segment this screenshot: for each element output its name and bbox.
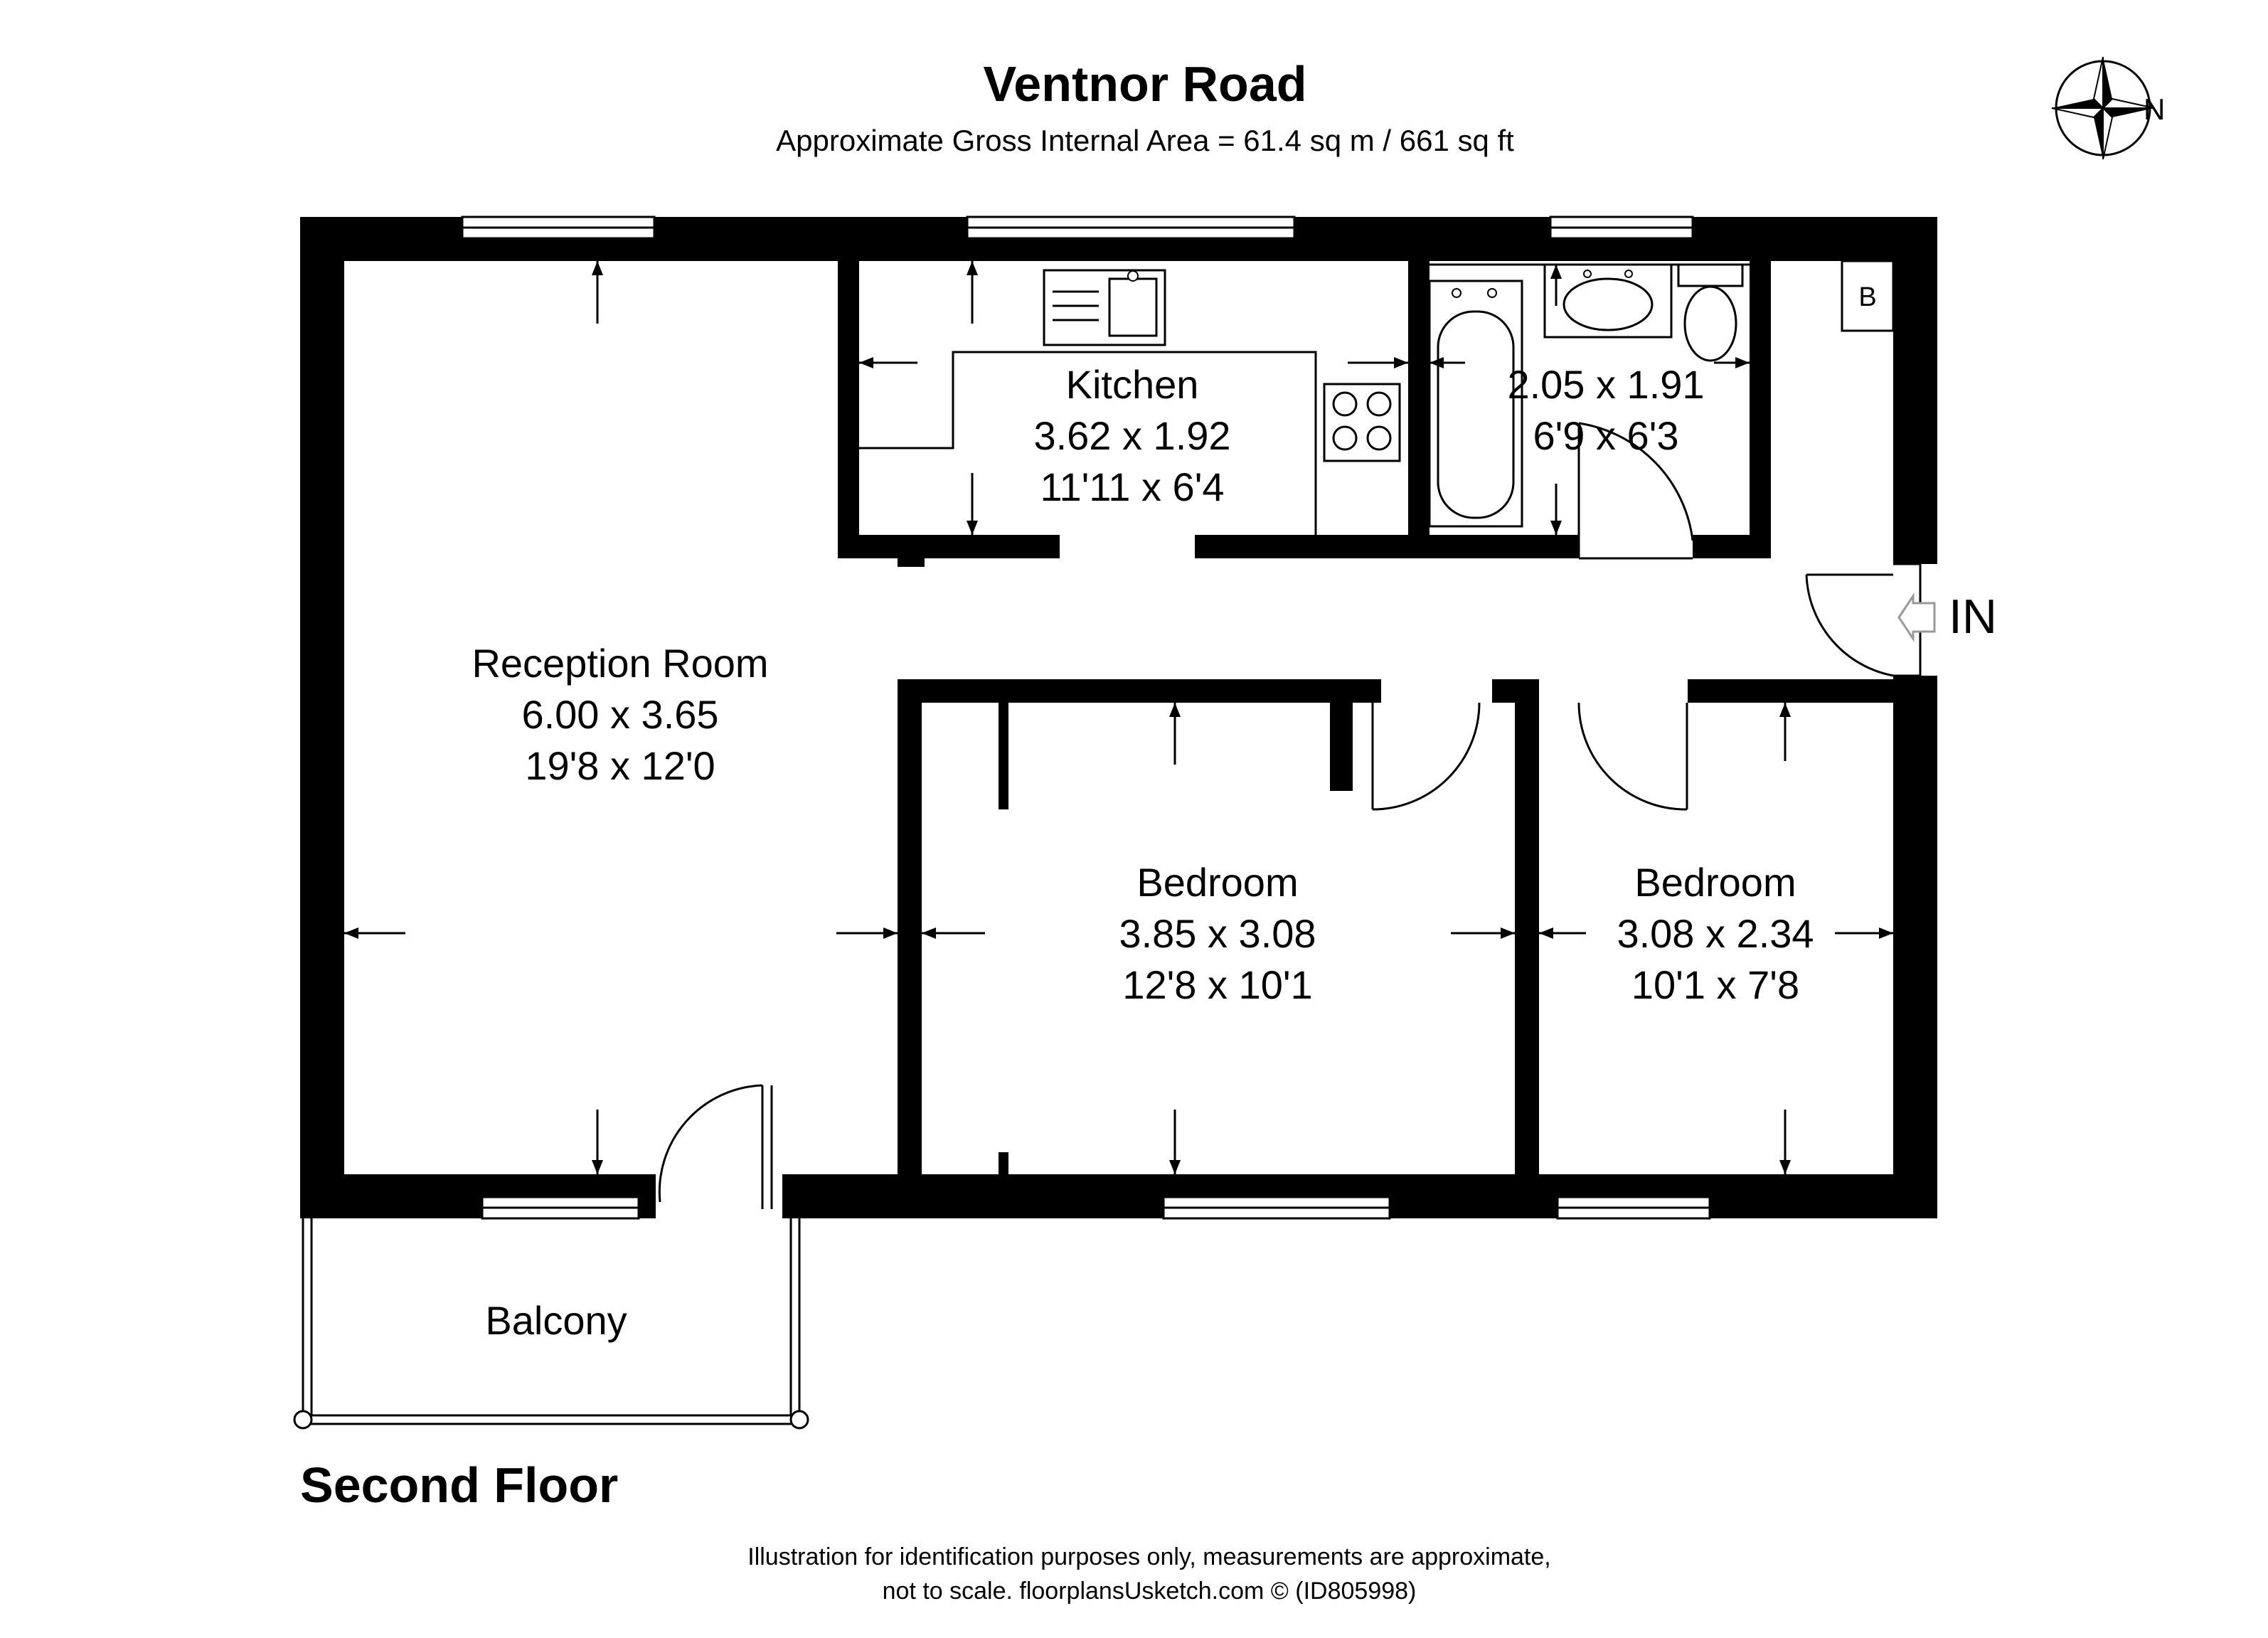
room-imperial: 11'11 x 6'4	[1040, 464, 1224, 509]
kitchen-fixtures	[859, 269, 1401, 535]
room-name: Reception Room	[472, 641, 768, 686]
floor-label: Second Floor	[300, 1457, 618, 1513]
windows	[461, 216, 1711, 1220]
boiler-cupboard	[1841, 260, 1895, 332]
room-name: Bedroom	[1634, 860, 1796, 905]
room-imperial: 19'8 x 12'0	[525, 743, 715, 788]
room-label-bedroom-1: Bedroom 3.85 x 3.08 12'8 x 10'1	[1119, 860, 1316, 1007]
room-imperial: 10'1 x 7'8	[1631, 962, 1799, 1007]
entrance-arrow-icon	[1897, 592, 1936, 642]
room-imperial: 12'8 x 10'1	[1122, 962, 1312, 1007]
balcony-railing	[293, 1218, 809, 1430]
room-label-reception: Reception Room 6.00 x 3.65 19'8 x 12'0	[472, 641, 768, 788]
room-name: Kitchen	[1066, 362, 1199, 407]
room-label-bedroom-2: Bedroom 3.08 x 2.34 10'1 x 7'8	[1617, 860, 1814, 1007]
room-metric: 6.00 x 3.65	[521, 692, 718, 737]
room-metric: 3.08 x 2.34	[1617, 911, 1814, 956]
disclaimer-line-1: Illustration for identification purposes…	[747, 1543, 1551, 1570]
room-imperial: 6'9 x 6'3	[1533, 413, 1678, 458]
page-title: Ventnor Road	[983, 56, 1306, 112]
room-name: Bedroom	[1136, 860, 1298, 905]
room-metric: 2.05 x 1.91	[1507, 362, 1704, 407]
room-label-balcony: Balcony	[485, 1298, 627, 1343]
room-metric: 3.85 x 3.08	[1119, 911, 1316, 956]
entrance-label: IN	[1949, 590, 1997, 644]
room-label-kitchen: Kitchen 3.62 x 1.92 11'11 x 6'4	[1033, 362, 1230, 509]
compass-rose-icon	[2051, 56, 2155, 160]
bathroom-fixtures	[1428, 263, 1750, 528]
room-metric: 3.62 x 1.92	[1033, 413, 1230, 458]
boiler-label: B	[1858, 282, 1876, 312]
compass-north-label: N	[2144, 92, 2165, 126]
doors	[639, 422, 1922, 1218]
dimension-arrows	[344, 261, 1893, 1174]
interior-walls	[838, 261, 1937, 1218]
area-subtitle: Approximate Gross Internal Area = 61.4 s…	[776, 124, 1514, 157]
room-label-bathroom: 2.05 x 1.91 6'9 x 6'3	[1507, 362, 1704, 458]
disclaimer-line-2: not to scale. floorplansUsketch.com © (I…	[883, 1578, 1417, 1605]
